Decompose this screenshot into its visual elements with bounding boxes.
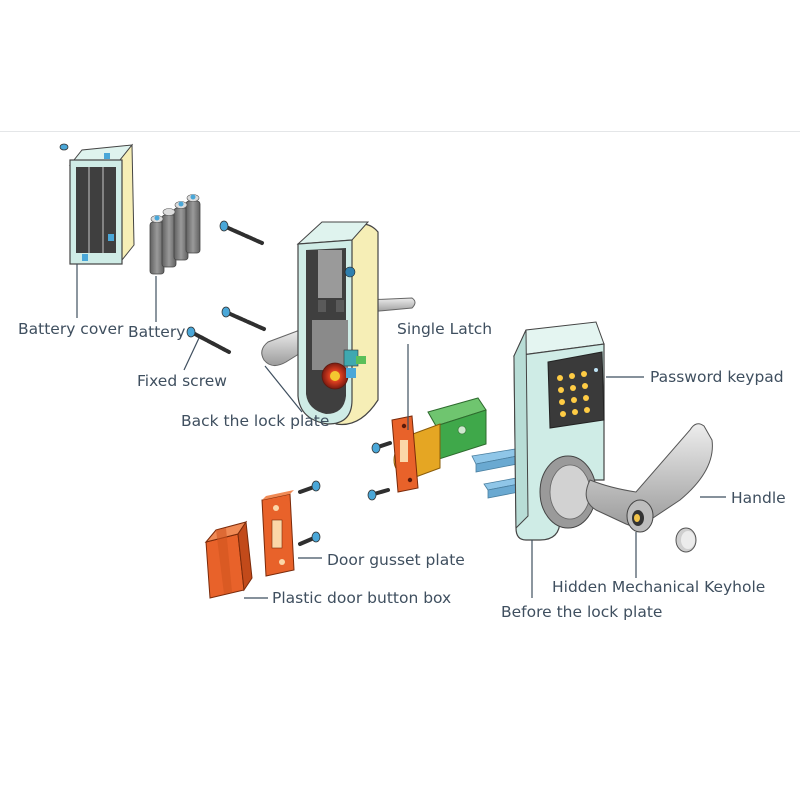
gusset-screws [298, 480, 321, 546]
label-back-lock-plate: Back the lock plate [181, 412, 330, 430]
leader-fixed-screw [183, 337, 200, 371]
door-gusset-plate [261, 490, 295, 577]
label-single-latch: Single Latch [397, 320, 493, 338]
long-screw-3 [186, 326, 231, 354]
plastic-door-button-box [204, 520, 253, 599]
front-handle [585, 423, 713, 533]
back-lock-plate [261, 221, 416, 426]
single-latch [367, 397, 487, 501]
label-handle: Handle [731, 489, 786, 507]
label-battery: Battery [128, 323, 186, 341]
top-divider [0, 131, 800, 132]
long-screw-1 [219, 220, 264, 245]
leader-back-plate [264, 365, 303, 413]
label-battery-cover: Battery cover [18, 320, 124, 338]
label-door-gusset-plate: Door gusset plate [327, 551, 465, 569]
battery-pack [149, 194, 201, 275]
label-hidden-mechanical-keyhole: Hidden Mechanical Keyhole [552, 578, 766, 596]
password-keypad [547, 351, 605, 429]
front-lock-plate [513, 321, 605, 541]
long-screw-2 [221, 306, 266, 331]
label-password-keypad: Password keypad [650, 368, 784, 386]
cover-screw [59, 143, 69, 151]
label-front-lock-plate: Before the lock plate [501, 603, 663, 621]
leader-lines [76, 264, 726, 599]
label-plastic-door-button-box: Plastic door button box [272, 589, 452, 607]
label-fixed-screw: Fixed screw [137, 372, 227, 390]
keyhole-cover-disc [675, 527, 697, 553]
battery-cover [68, 143, 135, 265]
